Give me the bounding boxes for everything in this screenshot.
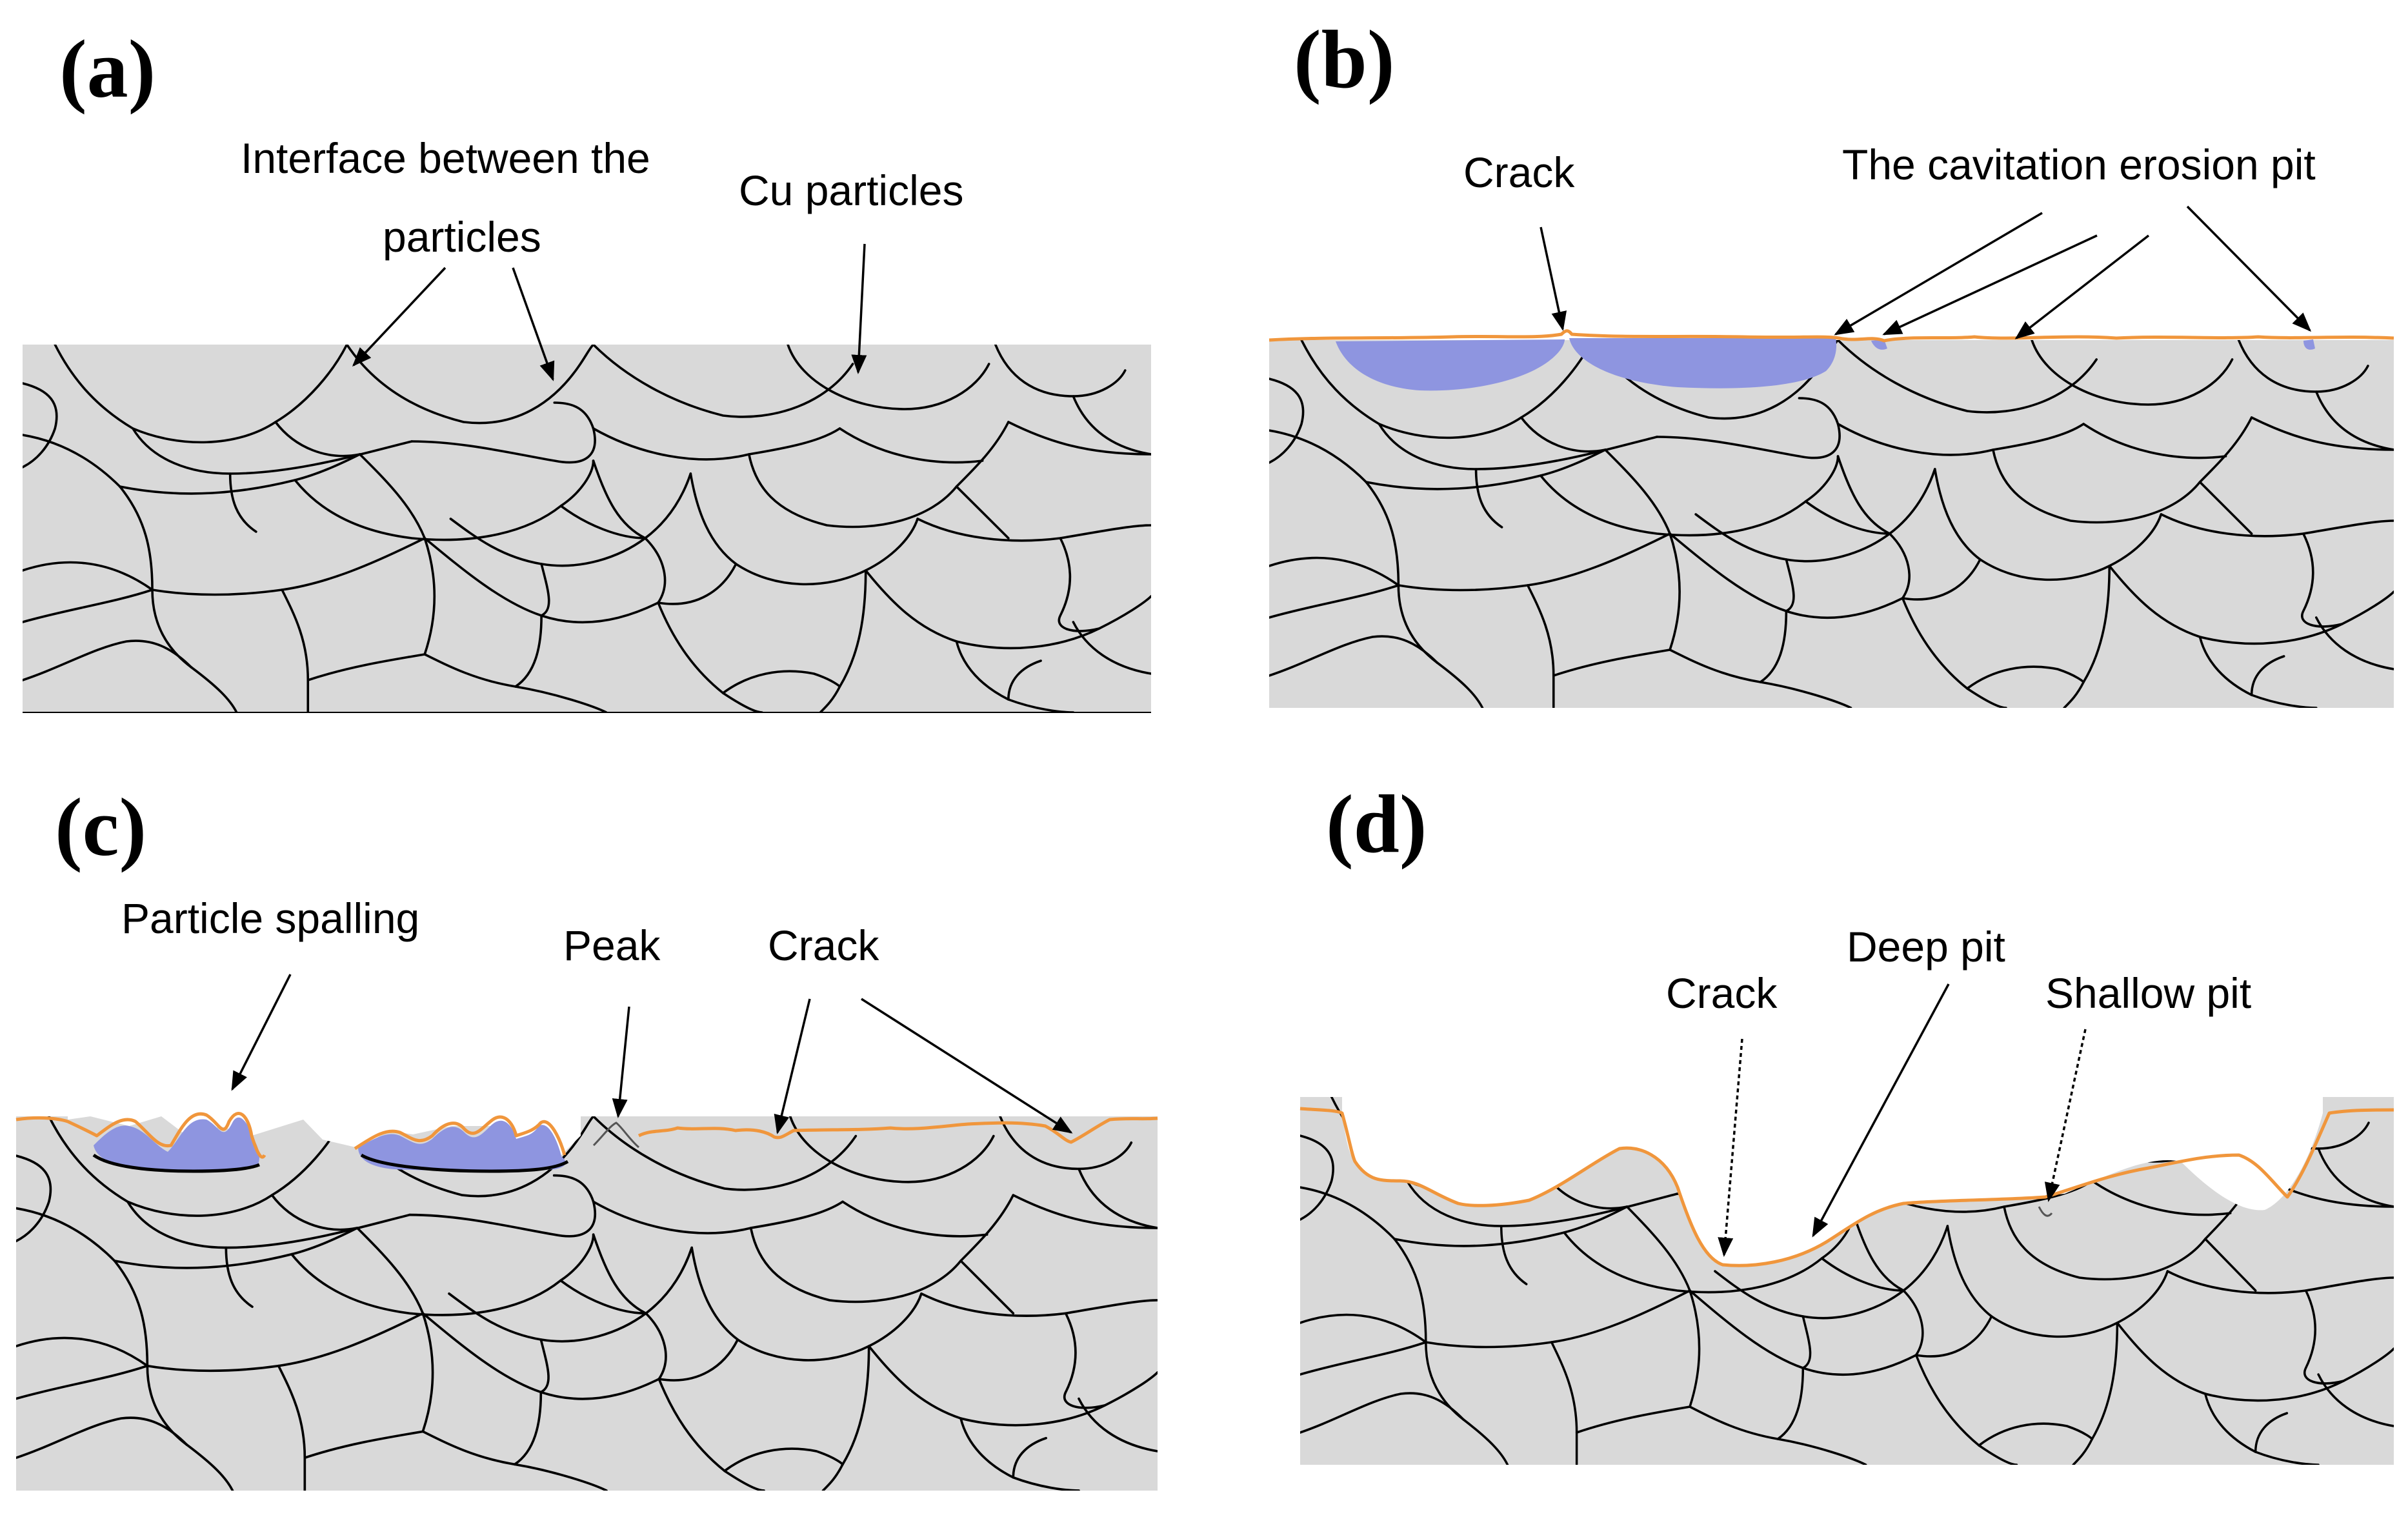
- pit-arrow-1: [1834, 212, 2043, 336]
- panel-d: (d) Crack Deep pit Shallow pit: [1299, 778, 2394, 1465]
- peak-arrow: [612, 1006, 630, 1118]
- panel-b: (b) Crack The cavitation erosion pit: [1269, 14, 2394, 708]
- cu-particles-label: Cu particles: [739, 166, 963, 214]
- panel-d-label: (d): [1326, 778, 1427, 870]
- crack-arrow-d: [1718, 1038, 1743, 1257]
- panel-a-microstructure: [23, 345, 1151, 712]
- erosion-pit-2: [1569, 338, 1837, 388]
- panel-a-label: (a): [59, 23, 156, 115]
- panel-c: (c) Particle spalling Peak Crack: [15, 781, 1158, 1491]
- interface-arrow-left: [352, 267, 446, 367]
- erosion-pit-4: [2303, 339, 2315, 350]
- panel-a: (a) Interface between the particles Cu p…: [23, 23, 1151, 713]
- pit-arrow-3: [2014, 234, 2150, 339]
- crack-arrow-c-2: [861, 998, 1073, 1134]
- surface-edge-b: [1269, 329, 2394, 343]
- cu-particles-arrow: [851, 243, 867, 374]
- panel-b-microstructure: [1269, 340, 2394, 708]
- crack-arrow-c: [774, 998, 811, 1134]
- panel-c-microstructure: [16, 1116, 1158, 1491]
- shallow-pit-arrow: [2044, 1029, 2087, 1202]
- crack-label-b: Crack: [1463, 148, 1575, 196]
- pit-arrow-4: [2186, 205, 2312, 332]
- spall-base-1: [92, 1153, 260, 1173]
- panel-c-label: (c): [55, 781, 146, 873]
- deep-pit-label: Deep pit: [1847, 923, 2005, 971]
- spall-pit-1: [94, 1117, 259, 1171]
- panel-b-label: (b): [1294, 14, 1394, 105]
- pit-arrow-2: [1882, 234, 2098, 336]
- spalling-label: Particle spalling: [121, 894, 419, 942]
- spall-base-2: [360, 1153, 569, 1173]
- surface-edge-c-1: [15, 1112, 266, 1159]
- shallow-pit-label: Shallow pit: [2045, 969, 2251, 1017]
- crack-label-c: Crack: [768, 921, 879, 969]
- spalling-arrow: [231, 974, 292, 1091]
- spall-pit-2: [358, 1120, 566, 1171]
- erosion-pit-label: The cavitation erosion pit: [1842, 141, 2316, 188]
- interface-arrow-right: [512, 267, 555, 381]
- crack-arrow-b: [1540, 226, 1567, 331]
- surface-edge-c-2: [354, 1115, 567, 1156]
- surface-edge-d: [1299, 1107, 2394, 1267]
- interface-label-line2: particles: [383, 213, 541, 261]
- deep-pit-arrow: [1812, 983, 1950, 1238]
- interface-label-line1: Interface between the: [241, 134, 650, 182]
- peak-label: Peak: [563, 921, 661, 969]
- crack-label-d: Crack: [1666, 969, 1778, 1017]
- shallow-pit-feature: [2038, 1206, 2053, 1217]
- eroded-region: [1342, 1091, 2323, 1266]
- surface-edge-c-3: [637, 1116, 1158, 1144]
- erosion-pit-1: [1336, 339, 1565, 391]
- peak-feature: [592, 1122, 639, 1149]
